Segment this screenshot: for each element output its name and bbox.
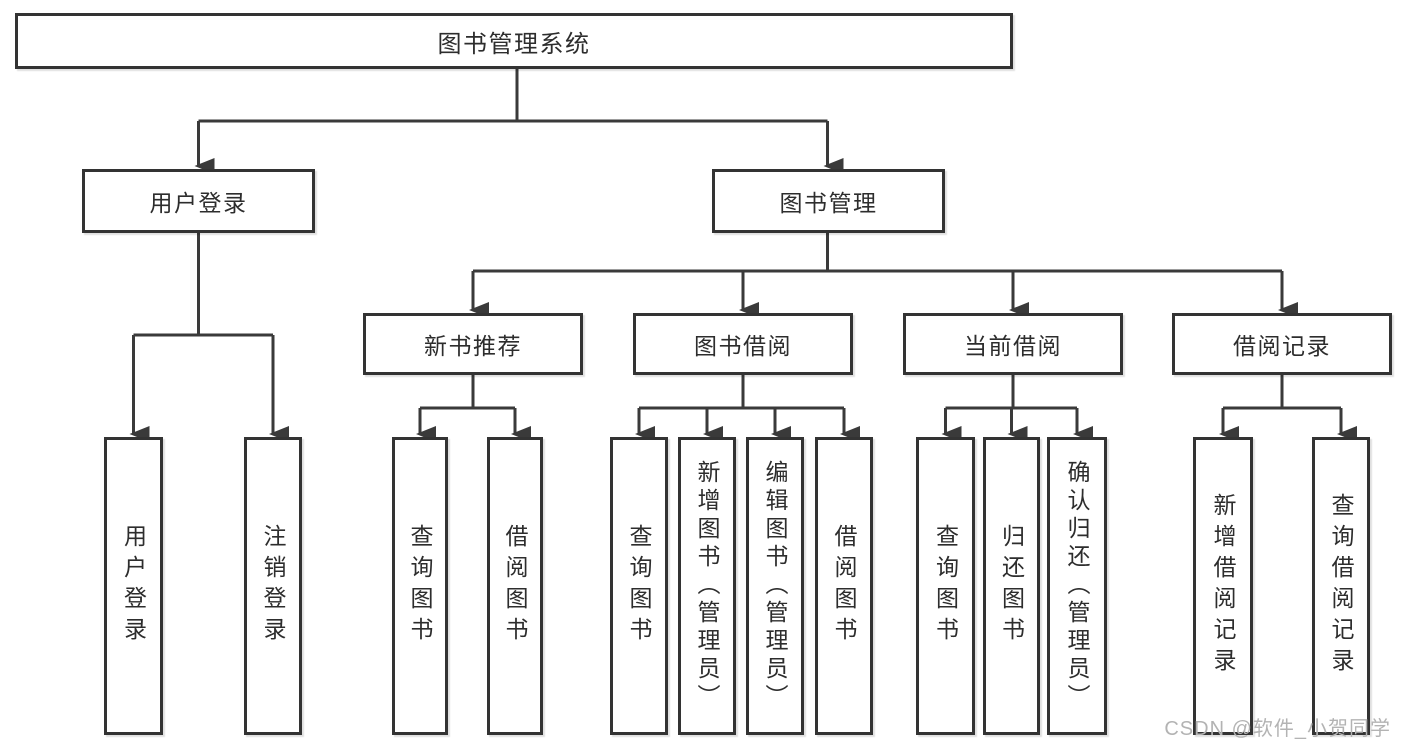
node-label: 新增借阅记录 (1210, 493, 1236, 679)
node-new-book-recommendation: 新书推荐 (363, 313, 583, 375)
node-label: 查询图书 (932, 524, 959, 648)
node-user-login: 用户登录 (82, 169, 315, 233)
leaf-logout-login: 注销登录 (244, 437, 302, 735)
leaf-confirm-return-admin: 确认归还（管理员） (1047, 437, 1107, 735)
node-label: 图书管理系统 (437, 30, 591, 58)
node-label: 注销登录 (260, 524, 286, 648)
node-library-system: 图书管理系统 (15, 13, 1013, 69)
node-borrowing-records: 借阅记录 (1172, 313, 1392, 375)
node-book-borrowing: 图书借阅 (633, 313, 853, 375)
node-label: 图书管理 (779, 190, 878, 216)
node-current-borrowing: 当前借阅 (903, 313, 1123, 375)
node-label: 查询图书 (626, 524, 652, 648)
node-label: 用户登录 (149, 190, 248, 216)
node-label: 确认归还（管理员） (1064, 460, 1090, 712)
leaf-query-books-current: 查询图书 (916, 437, 975, 735)
leaf-edit-books-admin: 编辑图书（管理员） (746, 437, 804, 735)
node-book-management: 图书管理 (712, 169, 945, 233)
node-label: 图书借阅 (694, 333, 792, 359)
node-label: 用户登录 (120, 524, 147, 648)
node-label: 归还图书 (998, 524, 1025, 648)
leaf-user-login: 用户登录 (104, 437, 163, 735)
leaf-query-borrow-record: 查询借阅记录 (1312, 437, 1370, 735)
leaf-query-books-borrowing: 查询图书 (610, 437, 668, 735)
node-label: 查询图书 (407, 524, 433, 648)
leaf-add-borrow-record: 新增借阅记录 (1193, 437, 1253, 735)
leaf-query-books-recommend: 查询图书 (392, 437, 448, 735)
node-label: 查询借阅记录 (1328, 493, 1354, 679)
node-label: 借阅记录 (1233, 333, 1331, 359)
node-label: 借阅图书 (831, 524, 857, 648)
watermark: CSDN @软件_小贺同学 (1164, 718, 1391, 740)
leaf-add-books-admin: 新增图书（管理员） (678, 437, 736, 735)
leaf-borrow-books-recommend: 借阅图书 (487, 437, 543, 735)
node-label: 新书推荐 (424, 333, 522, 359)
leaf-return-books: 归还图书 (983, 437, 1040, 735)
leaf-borrow-books: 借阅图书 (815, 437, 873, 735)
node-label: 借阅图书 (502, 524, 528, 648)
node-label: 新增图书（管理员） (694, 460, 720, 712)
node-label: 当前借阅 (964, 333, 1062, 359)
node-label: 编辑图书（管理员） (762, 460, 788, 712)
